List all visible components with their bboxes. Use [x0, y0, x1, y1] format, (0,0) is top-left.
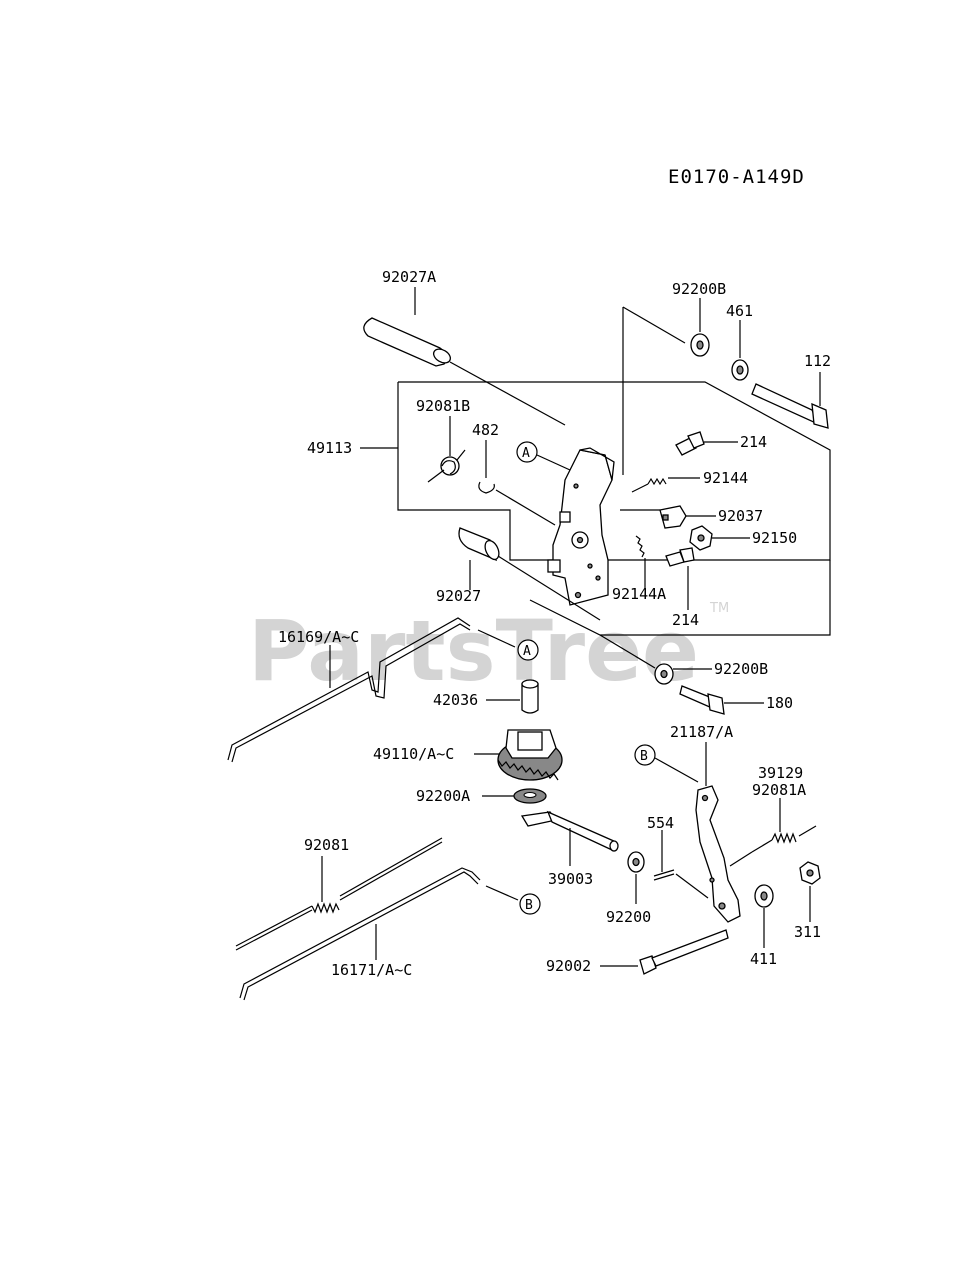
callout-A-top [516, 441, 571, 471]
part-92037-clamp [620, 505, 716, 529]
label-92144: 92144 [703, 469, 748, 487]
callout-B-left [519, 893, 541, 915]
watermark: PartsTree [248, 602, 699, 700]
label-92200A: 92200A [416, 787, 470, 805]
part-control-bracket-plate [547, 447, 615, 606]
label-92081: 92081 [304, 836, 349, 854]
label-214-top: 214 [740, 433, 767, 451]
part-92081-rod-spring [235, 837, 443, 951]
part-92200B-washer-mid [599, 634, 712, 685]
label-92200B-top: 92200B [672, 280, 726, 298]
part-214-screw-top [675, 431, 738, 456]
part-16171-rod [239, 867, 519, 1001]
callout-A-lower-letter: A [523, 644, 531, 659]
part-411-washer [754, 884, 774, 948]
part-92002-bolt [600, 929, 729, 975]
part-92081B-spring [427, 416, 466, 483]
part-554-cotter-pin [653, 830, 709, 899]
callout-A-top-letter: A [522, 446, 530, 461]
part-92200A-washer [482, 788, 547, 804]
part-39129-spring [729, 798, 817, 867]
label-16169: 16169/A~C [278, 628, 359, 646]
part-92200-washer [627, 851, 645, 904]
part-180-bolt [679, 685, 764, 715]
callout-B-right [634, 744, 656, 766]
label-92200B-mid: 92200B [714, 660, 768, 678]
label-112: 112 [804, 352, 831, 370]
label-92027A: 92027A [382, 268, 436, 286]
label-42036: 42036 [433, 691, 478, 709]
label-461: 461 [726, 302, 753, 320]
label-311: 311 [794, 923, 821, 941]
label-180: 180 [766, 694, 793, 712]
part-92200B-washer-top [690, 298, 710, 357]
part-92144-spring [631, 477, 700, 493]
label-49110: 49110/A~C [373, 745, 454, 763]
part-16169-rod [227, 617, 516, 763]
watermark-trademark: TM [709, 601, 729, 616]
label-92002: 92002 [546, 957, 591, 975]
label-92081B: 92081B [416, 397, 470, 415]
callout-B-right-letter: B [640, 749, 648, 764]
part-461-lock-washer [731, 320, 749, 381]
part-92144A-spring [635, 535, 646, 588]
label-411: 411 [750, 950, 777, 968]
label-39129: 39129 [758, 764, 803, 782]
callout-A-lower [517, 639, 539, 661]
diagram-code: E0170-A149D [668, 166, 805, 188]
part-214-screw-bottom [665, 547, 695, 610]
label-92200: 92200 [606, 908, 651, 926]
label-92144A: 92144A [612, 585, 666, 603]
label-554: 554 [647, 814, 674, 832]
label-214-bottom: 214 [672, 611, 699, 629]
label-49113: 49113 [307, 439, 352, 457]
part-92027-sleeve [458, 527, 601, 621]
part-49110-gear [474, 729, 563, 781]
label-92150: 92150 [752, 529, 797, 547]
callout-B-left-letter: B [525, 898, 533, 913]
label-482: 482 [472, 421, 499, 439]
part-311-nut [799, 861, 821, 922]
label-39003: 39003 [548, 870, 593, 888]
part-92027A-shaft [363, 287, 566, 426]
label-21187: 21187/A [670, 723, 733, 741]
part-21187-lever [654, 742, 741, 923]
part-39003-shaft-arm [520, 810, 619, 866]
part-482-clip [478, 440, 556, 526]
label-16171: 16171/A~C [331, 961, 412, 979]
part-112-bolt [751, 372, 829, 429]
part-42036-bushing [486, 679, 539, 714]
label-92027: 92027 [436, 587, 481, 605]
label-92081A: 92081A [752, 781, 806, 799]
label-92037: 92037 [718, 507, 763, 525]
part-92150-nut [689, 525, 750, 551]
